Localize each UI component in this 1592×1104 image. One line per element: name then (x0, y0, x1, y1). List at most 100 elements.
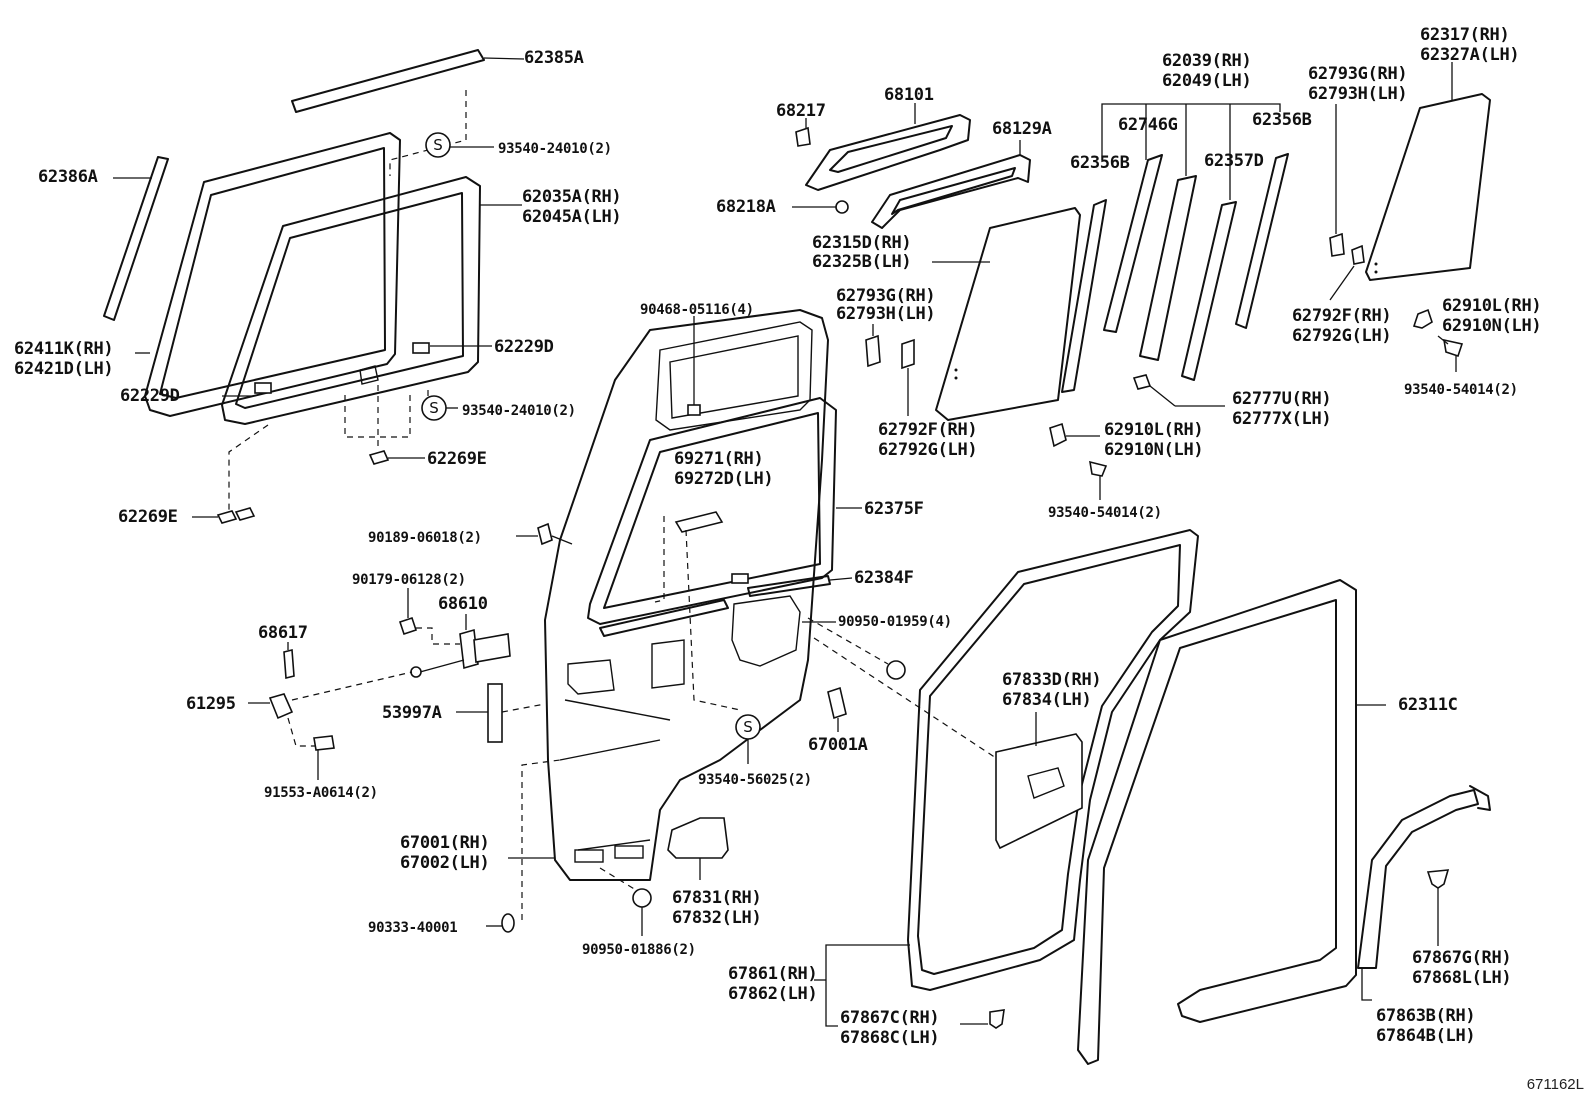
window-channel-62386A (103, 156, 169, 321)
label-67001: 67001(RH) (400, 833, 490, 853)
label-62793H-mid: 62793H(LH) (836, 304, 936, 324)
svg-text:S: S (429, 399, 439, 417)
label-62384F: 62384F (854, 568, 914, 588)
label-90189: 90189-06018(2) (368, 530, 482, 546)
lock-assembly-68610 (410, 628, 511, 678)
clip-68218A (835, 200, 849, 214)
screw-symbol-s-1: S (425, 132, 451, 158)
label-67833D: 67833D(RH) (1002, 670, 1102, 690)
scuff-67863B (1357, 789, 1479, 969)
nut-90189 (537, 522, 553, 546)
label-62793H-top: 62793H(LH) (1308, 84, 1408, 104)
screw-symbol-s-3: S (735, 714, 761, 740)
screw-93540-54014-b (1089, 460, 1108, 477)
screw-93540-54014 (1443, 338, 1464, 358)
label-62375F: 62375F (864, 499, 924, 519)
label-67868C: 67868C(LH) (840, 1028, 940, 1048)
label-67868L: 67868L(LH) (1412, 968, 1512, 988)
window-latch (359, 365, 379, 385)
moulding-68101 (805, 114, 971, 191)
clip-67867G (1426, 869, 1450, 889)
grommet-90950-01959 (886, 660, 906, 680)
trim-pad-67831 (667, 817, 729, 859)
label-62792G-mid: 62792G(LH) (878, 440, 978, 460)
label-68101: 68101 (884, 85, 934, 105)
label-91553: 91553-A0614(2) (264, 785, 378, 801)
cushion-62269E-b (216, 510, 238, 524)
bracket-67001A (827, 686, 847, 720)
label-62269E-b: 62269E (118, 507, 178, 527)
label-62315D: 62315D(RH) (812, 233, 912, 253)
figure-reference-code: 671162L (1526, 1076, 1584, 1093)
label-69271: 69271(RH) (674, 449, 764, 469)
label-62035A: 62035A(RH) (522, 187, 622, 207)
label-67831: 67831(RH) (672, 888, 762, 908)
label-62910L-right: 62910L(RH) (1442, 296, 1542, 316)
label-67864B: 67864B(LH) (1376, 1026, 1476, 1046)
label-62421D: 62421D(LH) (14, 359, 114, 379)
label-67862: 67862(LH) (728, 984, 818, 1004)
label-62385A: 62385A (524, 48, 584, 68)
label-62229D-left: 62229D (120, 386, 180, 406)
channel-62746G (1103, 154, 1163, 333)
label-62411K: 62411K(RH) (14, 339, 114, 359)
label-62910L-mid: 62910L(RH) (1104, 420, 1204, 440)
label-68610: 68610 (438, 594, 488, 614)
trim-67833D (995, 733, 1083, 850)
bolt-91553 (313, 735, 335, 751)
label-62777U: 62777U(RH) (1232, 389, 1332, 409)
screw-symbol-s-2: S (421, 395, 447, 421)
belt-moulding-62384F (747, 575, 831, 597)
run-channel-62039 (1139, 175, 1197, 361)
clip-61295 (268, 693, 294, 720)
label-62039: 62039(RH) (1162, 51, 1252, 71)
label-62792F-right: 62792F(RH) (1292, 306, 1392, 326)
label-67863B: 67863B(RH) (1376, 1006, 1476, 1026)
glass-holder-62793G-b (865, 334, 881, 368)
label-90468: 90468-05116(4) (640, 302, 754, 318)
inside-handle-69271 (674, 511, 724, 533)
label-62269E-a: 62269E (427, 449, 487, 469)
window-frame-62035A (221, 176, 481, 425)
label-62049: 62049(LH) (1162, 71, 1252, 91)
label-62325B: 62325B(LH) (812, 252, 912, 272)
label-62229D-right: 62229D (494, 337, 554, 357)
window-clip-62229D-left (254, 382, 272, 394)
label-62356B-a: 62356B (1070, 153, 1130, 173)
svg-text:S: S (433, 136, 443, 154)
weatherstrip-68129A (871, 154, 1031, 229)
clip-90333-40001 (501, 913, 515, 933)
label-62386A: 62386A (38, 167, 98, 187)
label-67861: 67861(RH) (728, 964, 818, 984)
label-67832: 67832(LH) (672, 908, 762, 928)
glass-bracket-62792F-b (901, 338, 915, 370)
window-channel-62385A (291, 49, 485, 113)
door-weatherstrip-67861 (907, 529, 1199, 991)
label-62792F-mid: 62792F(RH) (878, 420, 978, 440)
channel-62356B-b (1235, 153, 1289, 329)
channel-62356B-a (1061, 199, 1107, 393)
label-61295: 61295 (186, 694, 236, 714)
label-67001A: 67001A (808, 735, 868, 755)
label-62746G: 62746G (1118, 115, 1178, 135)
label-67002: 67002(LH) (400, 853, 490, 873)
clip-62910L (1412, 308, 1433, 329)
label-62793G-top: 62793G(RH) (1308, 64, 1408, 84)
label-93540-54014-mid: 93540-54014(2) (1048, 505, 1162, 521)
label-90950-01886: 90950-01886(2) (582, 942, 696, 958)
label-53997A: 53997A (382, 703, 442, 723)
channel-62357D (1181, 201, 1237, 381)
pad-53997A (487, 683, 503, 743)
label-62357D: 62357D (1204, 151, 1264, 171)
label-68129A: 68129A (992, 119, 1052, 139)
window-clip-62229D-right (412, 342, 430, 354)
label-90950-01959: 90950-01959(4) (838, 614, 952, 630)
label-68218A: 68218A (716, 197, 776, 217)
glass-bracket-62792F (1351, 244, 1365, 265)
label-93540-24010-mid: 93540-24010(2) (462, 403, 576, 419)
label-68217: 68217 (776, 101, 826, 121)
quarter-glass-62317 (1365, 93, 1491, 281)
clip-62777U (1132, 374, 1152, 390)
